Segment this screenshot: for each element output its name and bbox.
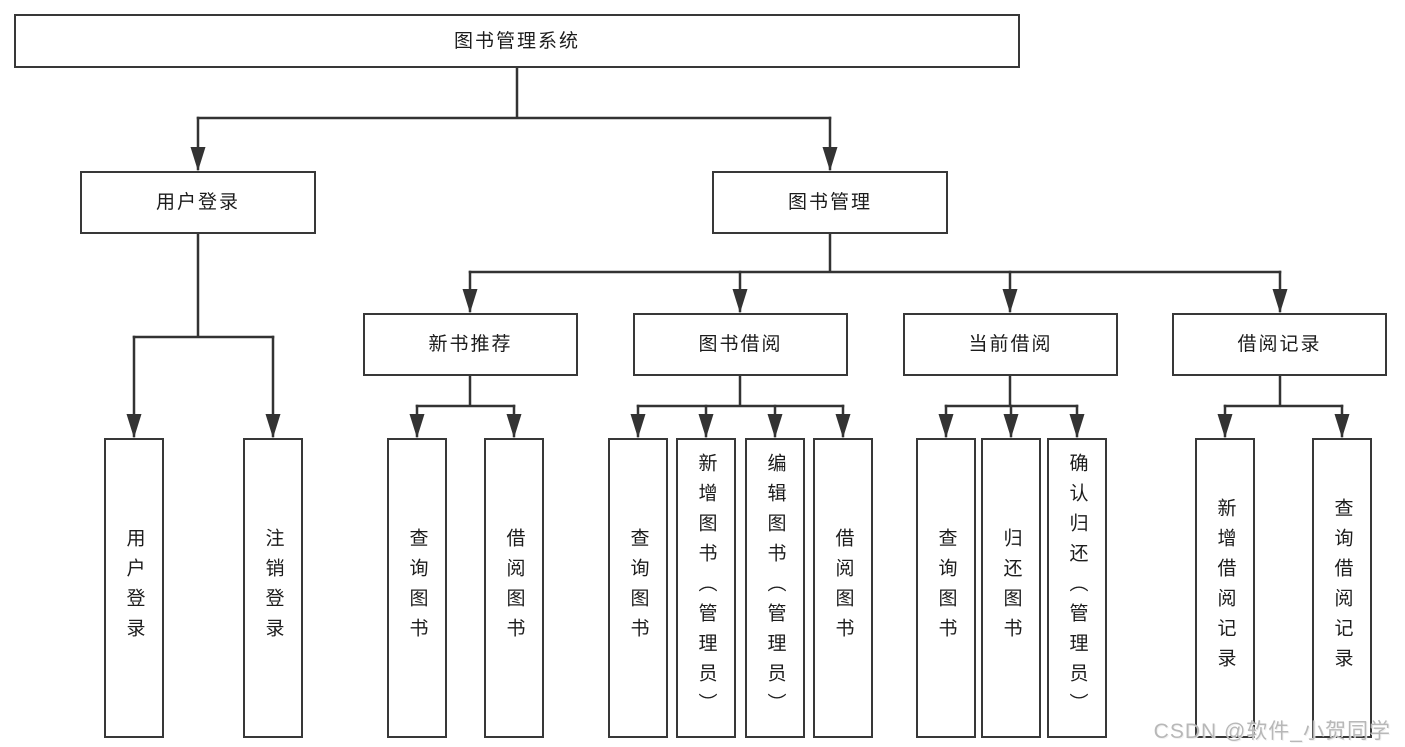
node-root-system: 图书管理系统 — [14, 14, 1020, 68]
node-borrow-records: 借阅记录 — [1172, 313, 1387, 376]
leaf-records-add-record-label: 新增借阅记录 — [1214, 498, 1236, 678]
leaf-records-query-record-label: 查询借阅记录 — [1331, 498, 1353, 678]
leaf-records-query-record: 查询借阅记录 — [1312, 438, 1372, 738]
connector-current-borrow-branch — [944, 374, 1079, 408]
leaf-borrow-query-book-label: 查询图书 — [627, 528, 649, 648]
leaf-current-query-book: 查询图书 — [916, 438, 976, 738]
node-user-login: 用户登录 — [80, 171, 316, 234]
leaf-logout: 注销登录 — [243, 438, 303, 738]
leaf-current-confirm-return-admin-label: 确认归还（管理员） — [1066, 453, 1088, 723]
connector-new-book-branch — [415, 374, 516, 408]
leaf-borrow-borrow-book-label: 借阅图书 — [832, 528, 854, 648]
node-book-management: 图书管理 — [712, 171, 948, 234]
leaf-current-return-book-label: 归还图书 — [1000, 528, 1022, 648]
leaf-logout-label: 注销登录 — [262, 528, 284, 648]
node-new-book-recommend-label: 新书推荐 — [428, 334, 513, 355]
leaf-newbook-borrow-book-label: 借阅图书 — [503, 528, 525, 648]
leaf-borrow-add-book-admin: 新增图书（管理员） — [676, 438, 736, 738]
node-current-borrow: 当前借阅 — [903, 313, 1118, 376]
leaf-current-query-book-label: 查询图书 — [935, 528, 957, 648]
node-new-book-recommend: 新书推荐 — [363, 313, 578, 376]
leaf-borrow-edit-book-admin: 编辑图书（管理员） — [745, 438, 805, 738]
connector-book-management-branch — [468, 232, 1282, 274]
leaf-current-confirm-return-admin: 确认归还（管理员） — [1047, 438, 1107, 738]
node-borrow-records-label: 借阅记录 — [1237, 334, 1322, 355]
leaf-borrow-query-book: 查询图书 — [608, 438, 668, 738]
leaf-borrow-edit-book-admin-label: 编辑图书（管理员） — [764, 453, 786, 723]
leaf-user-login-label: 用户登录 — [123, 528, 145, 648]
leaf-user-login: 用户登录 — [104, 438, 164, 738]
leaf-borrow-borrow-book: 借阅图书 — [813, 438, 873, 738]
node-root-system-label: 图书管理系统 — [453, 30, 580, 52]
leaf-newbook-borrow-book: 借阅图书 — [484, 438, 544, 738]
csdn-watermark: CSDN @软件_小贺同学 — [1153, 720, 1391, 743]
leaf-newbook-query-book-label: 查询图书 — [406, 528, 428, 648]
leaf-current-return-book: 归还图书 — [981, 438, 1041, 738]
connector-root-branch — [196, 66, 832, 120]
connector-borrow-records-branch — [1223, 374, 1344, 408]
leaf-borrow-add-book-admin-label: 新增图书（管理员） — [695, 453, 717, 723]
node-book-borrow: 图书借阅 — [633, 313, 848, 376]
node-current-borrow-label: 当前借阅 — [968, 334, 1053, 355]
leaf-records-add-record: 新增借阅记录 — [1195, 438, 1255, 738]
node-book-management-label: 图书管理 — [787, 192, 872, 213]
connector-book-borrow-branch — [636, 374, 845, 408]
node-user-login-label: 用户登录 — [155, 192, 240, 213]
leaf-newbook-query-book: 查询图书 — [387, 438, 447, 738]
node-book-borrow-label: 图书借阅 — [698, 334, 783, 355]
connector-user-login-branch — [132, 232, 275, 339]
